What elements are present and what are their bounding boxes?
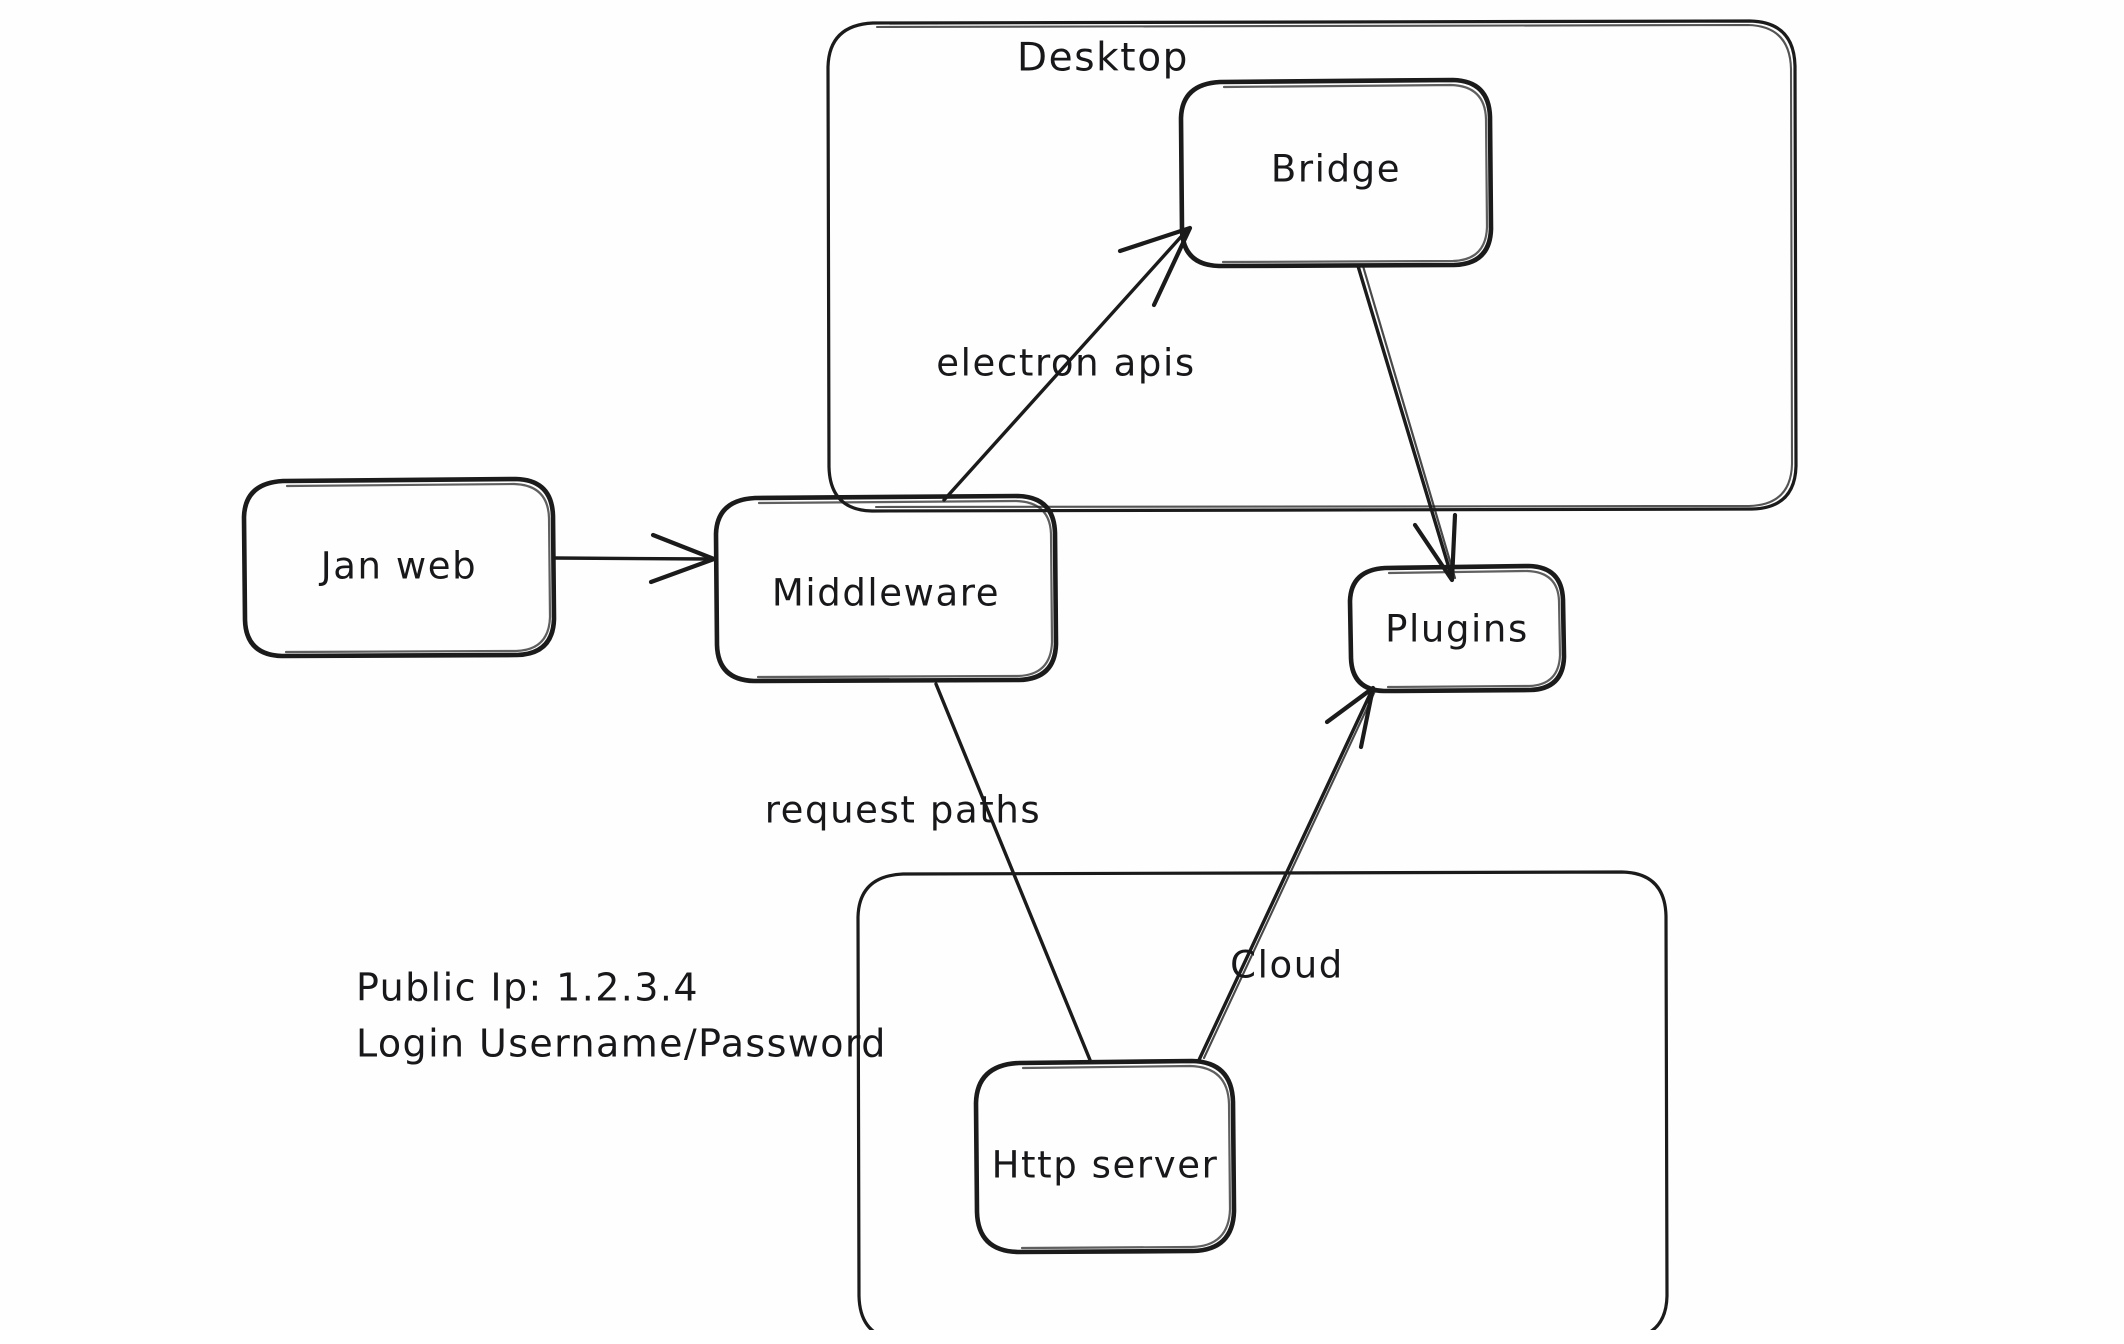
http-server-to-plugins-arrowhead [1324,685,1376,750]
jan-web-label: Jan web [319,545,478,588]
bridge-to-plugins-line [1356,264,1454,580]
bridge-label: Bridge [1271,148,1401,191]
plugins-box-double [1386,569,1562,689]
node-bridge[interactable]: Bridge [1178,77,1494,269]
desktop-container-outline [826,19,1798,513]
node-jan-web[interactable]: Jan web [241,476,557,659]
edge-label-cloud: Cloud [1230,944,1344,987]
plugins-label: Plugins [1385,608,1529,651]
edge-http-server-to-middleware[interactable]: request paths [765,682,1092,1062]
jan-web-to-middleware-line [552,556,714,561]
http-server-to-middleware-line [934,682,1092,1062]
middleware-to-bridge-line [942,227,1190,502]
middleware-box [713,493,1059,684]
middleware-label: Middleware [772,572,1000,615]
plugins-box [1347,563,1567,694]
cloud-container-outline [856,870,1669,1342]
edge-jan-web-to-middleware[interactable] [552,532,717,585]
http-server-to-plugins-line-double [1202,689,1377,1060]
bridge-to-plugins-line-double [1361,264,1457,580]
jan-web-box-double [284,482,552,654]
node-plugins[interactable]: Plugins [1347,563,1567,694]
note-public-ip: Public Ip: 1.2.3.4 [356,966,699,1010]
jan-web-to-middleware-arrowhead [648,532,717,585]
jan-web-box [241,476,557,659]
container-desktop[interactable]: Desktop [826,19,1798,513]
node-http-server[interactable]: Http server [973,1058,1237,1255]
http-server-label: Http server [992,1144,1219,1187]
bottom-white-strip [0,1330,2124,1344]
http-server-box [973,1058,1237,1255]
node-middleware[interactable]: Middleware [713,493,1059,684]
edge-label-electron-apis: electron apis [936,342,1195,385]
note-login: Login Username/Password [356,1022,887,1066]
desktop-container-label: Desktop [1017,36,1189,81]
edge-middleware-to-bridge[interactable]: electron apis [936,225,1195,502]
notes-block: Public Ip: 1.2.3.4 Login Username/Passwo… [356,966,887,1066]
middleware-box-double [756,499,1054,679]
edge-bridge-to-plugins[interactable] [1356,264,1458,583]
edge-label-request-paths: request paths [765,789,1042,832]
bridge-box-double [1221,83,1489,264]
http-server-box-double [1020,1064,1232,1250]
edge-http-server-to-plugins[interactable]: Cloud [1197,685,1377,1062]
http-server-to-plugins-line [1197,688,1374,1062]
container-cloud-group[interactable] [856,870,1669,1342]
desktop-container-outline-double [874,23,1794,509]
bridge-box [1178,77,1494,269]
